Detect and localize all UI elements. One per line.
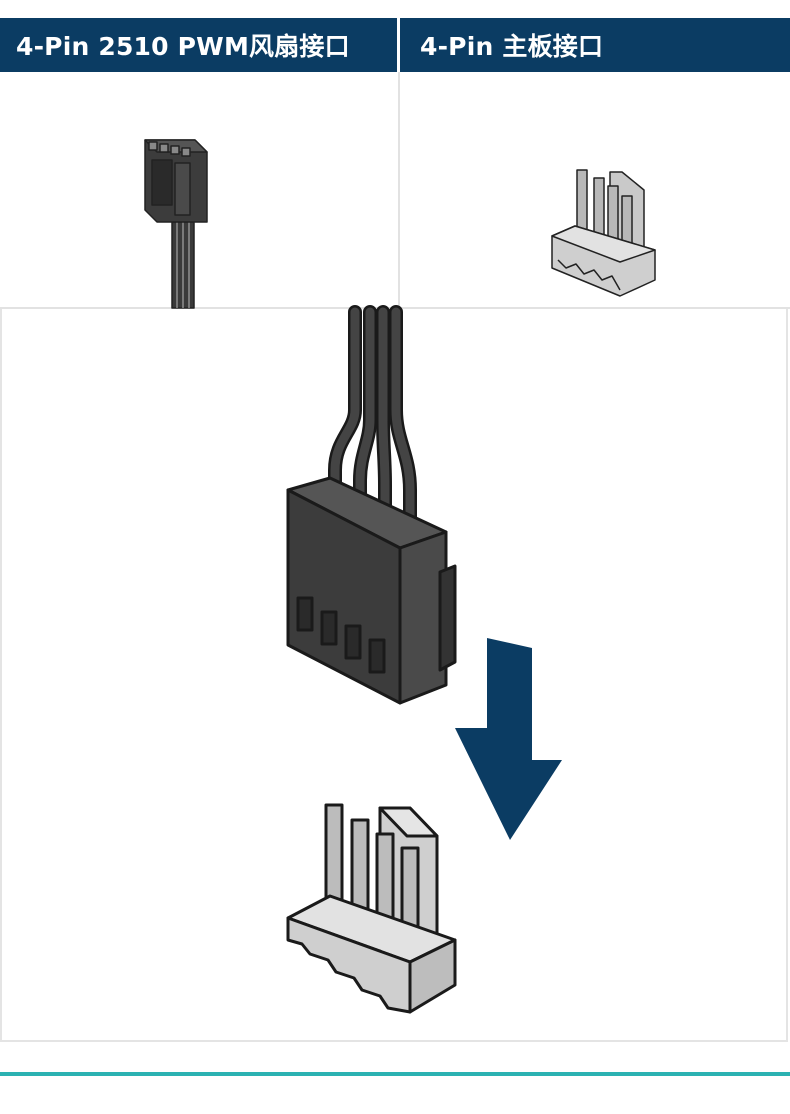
- fan-connector-header: 4-Pin 2510 PWM风扇接口: [0, 18, 397, 72]
- motherboard-connector-header: 4-Pin 主板接口: [400, 18, 790, 72]
- motherboard-connector-title: 4-Pin 主板接口: [420, 32, 604, 61]
- column-separator: [398, 72, 400, 308]
- footer-divider: [0, 1072, 790, 1076]
- fan-connector-title: 4-Pin 2510 PWM风扇接口: [16, 32, 350, 61]
- connection-diagram-panel: [0, 309, 788, 1042]
